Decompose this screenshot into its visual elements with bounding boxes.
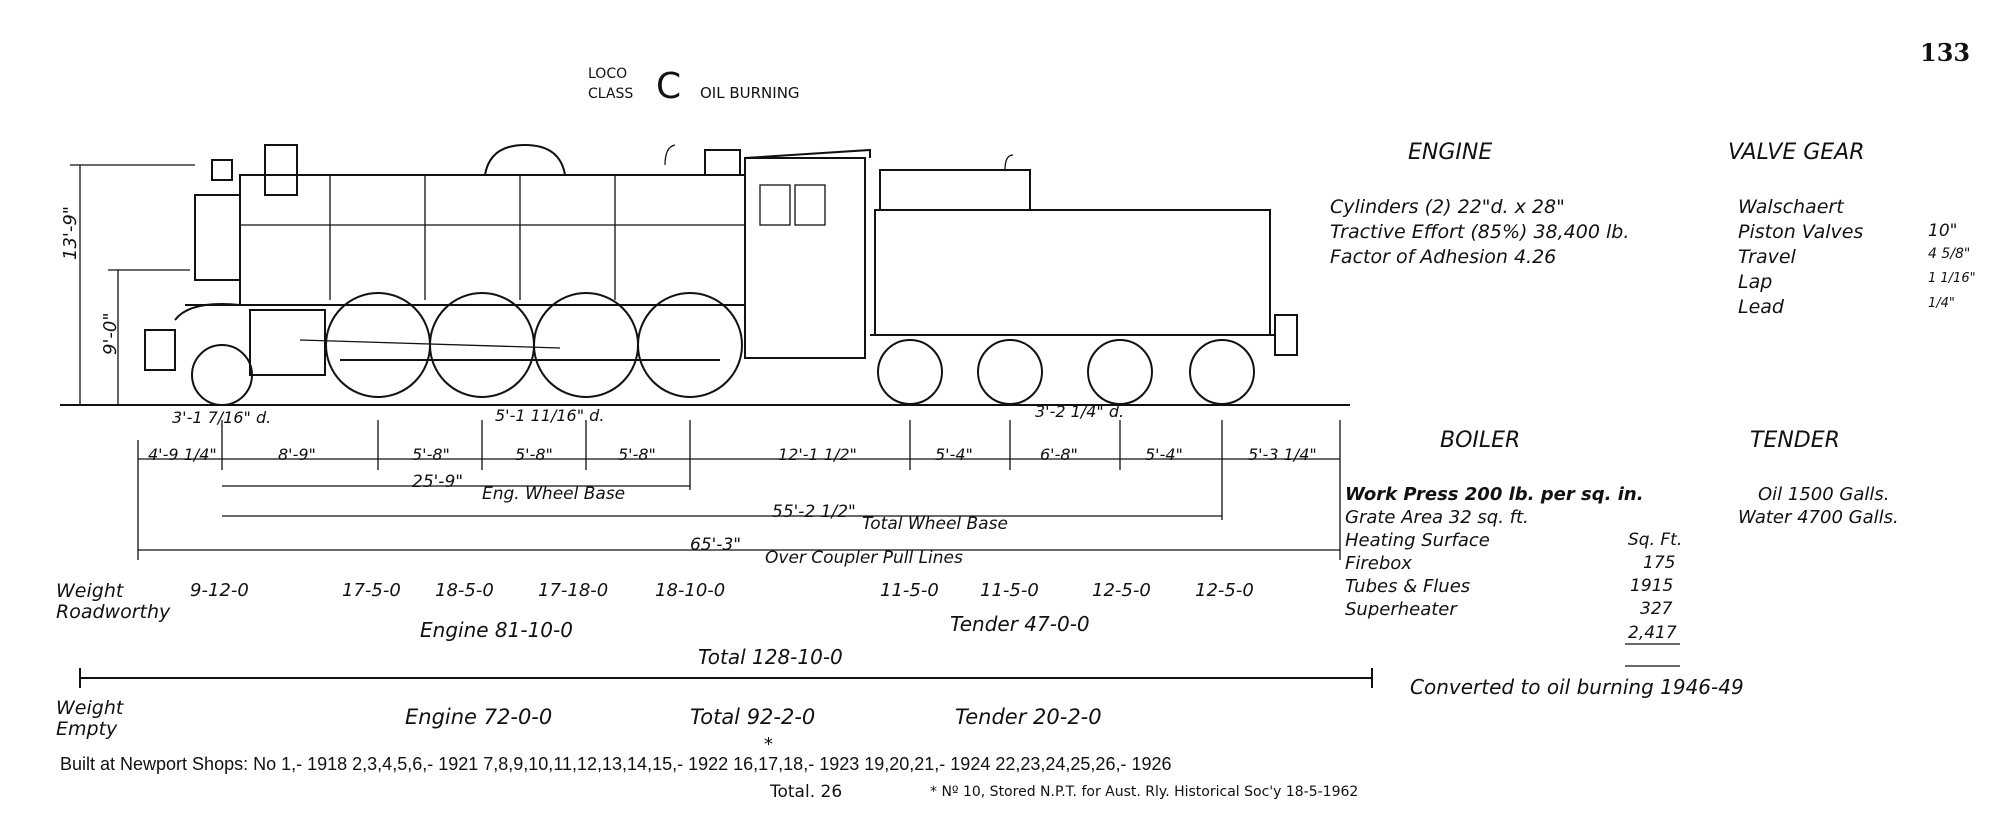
spacing-1: 4'-9 1/4" bbox=[148, 445, 217, 464]
valve-gear-lead-value: 1/4" bbox=[1928, 296, 1955, 311]
valve-gear-piston-value: 10" bbox=[1928, 221, 1958, 241]
spacing-3: 5'-8" bbox=[412, 445, 450, 464]
boiler-work-press: Work Press 200 lb. per sq. in. bbox=[1345, 484, 1644, 505]
axle-weight-1: 9-12-0 bbox=[190, 580, 249, 601]
driving-wheel-1 bbox=[325, 292, 431, 398]
spacing-9: 5'-4" bbox=[1145, 445, 1183, 464]
valve-gear-travel-value: 4 5/8" bbox=[1928, 246, 1971, 262]
boiler-firebox-label: Firebox bbox=[1345, 553, 1412, 574]
valve-gear-lead-label: Lead bbox=[1738, 296, 1784, 318]
total-wheel-base-value: 55'-2 1/2" bbox=[772, 502, 856, 522]
over-coupler-value: 65'-3" bbox=[690, 535, 742, 555]
tender-wheel-diameter: 3'-2 1/4" d. bbox=[1035, 402, 1125, 421]
weight-empty-label-2: Empty bbox=[56, 718, 118, 740]
height-total-label: 13'-9" bbox=[60, 205, 81, 260]
height-dimensions bbox=[70, 164, 195, 405]
tender-heading: TENDER bbox=[1750, 428, 1840, 453]
tender-wheel-1 bbox=[877, 339, 943, 405]
total-empty-weight: Total 92-2-0 bbox=[690, 705, 816, 729]
total-roadworthy-weight: Total 128-10-0 bbox=[698, 645, 843, 669]
engine-line-adhesion: Factor of Adhesion 4.26 bbox=[1330, 246, 1557, 268]
over-coupler-label: Over Coupler Pull Lines bbox=[765, 548, 963, 568]
valve-gear-lap-value: 1 1/16" bbox=[1928, 271, 1976, 286]
axle-weight-8: 12-5-0 bbox=[1092, 580, 1151, 601]
tender-wheel-2 bbox=[977, 339, 1043, 405]
title-loco: LOCO bbox=[588, 66, 628, 82]
spacing-8: 6'-8" bbox=[1040, 445, 1078, 464]
tender-oil: Oil 1500 Galls. bbox=[1758, 484, 1890, 505]
built-total: Total. 26 bbox=[770, 782, 843, 802]
axle-weight-5: 18-10-0 bbox=[655, 580, 726, 601]
bogie-wheel-diameter: 3'-1 7/16" d. bbox=[172, 408, 272, 427]
built-at-newport-line: Built at Newport Shops: No 1,- 1918 2,3,… bbox=[60, 754, 1172, 774]
valve-gear-heading: VALVE GEAR bbox=[1728, 140, 1865, 165]
bogie-wheel bbox=[191, 344, 253, 406]
tender-empty-weight: Tender 20-2-0 bbox=[955, 705, 1102, 729]
tender-body bbox=[870, 154, 1298, 405]
tender-wheel-4 bbox=[1189, 339, 1255, 405]
spacing-2: 8'-9" bbox=[278, 445, 316, 464]
weight-empty-label-1: Weight bbox=[56, 697, 124, 719]
height-boiler-label: 9'-0" bbox=[100, 312, 121, 355]
engine-empty-weight: Engine 72-0-0 bbox=[405, 705, 553, 729]
boiler-tubes-label: Tubes & Flues bbox=[1345, 576, 1471, 597]
driving-wheel-diameter: 5'-1 11/16" d. bbox=[495, 406, 605, 425]
converted-note: Converted to oil burning 1946-49 bbox=[1410, 675, 1744, 699]
valve-gear-piston-label: Piston Valves bbox=[1738, 221, 1864, 243]
spacing-5: 5'-8" bbox=[618, 445, 656, 464]
axle-weight-9: 12-5-0 bbox=[1195, 580, 1254, 601]
tender-roadworthy-weight: Tender 47-0-0 bbox=[950, 612, 1090, 636]
spacing-4: 5'-8" bbox=[515, 445, 553, 464]
stored-note: * Nº 10, Stored N.P.T. for Aust. Rly. Hi… bbox=[930, 784, 1359, 800]
eng-wheel-base-label: Eng. Wheel Base bbox=[482, 484, 626, 504]
valve-gear-lap-label: Lap bbox=[1738, 271, 1773, 293]
weight-label: Weight bbox=[56, 580, 124, 602]
boiler-superheater-label: Superheater bbox=[1345, 599, 1457, 620]
engine-body bbox=[144, 143, 871, 406]
axle-weight-4: 17-18-0 bbox=[538, 580, 609, 601]
title-class-word: CLASS bbox=[588, 86, 634, 102]
boiler-firebox-value: 175 bbox=[1643, 553, 1676, 573]
driving-wheel-4 bbox=[637, 292, 743, 398]
boiler-superheater-value: 327 bbox=[1640, 599, 1673, 619]
engine-line-cylinders: Cylinders (2) 22"d. x 28" bbox=[1330, 196, 1565, 218]
valve-gear-type: Walschaert bbox=[1738, 196, 1844, 218]
page-number: 133 bbox=[1920, 38, 1971, 67]
built-asterisk: * bbox=[764, 734, 773, 755]
tender-wheel-3 bbox=[1087, 339, 1153, 405]
spacing-7: 5'-4" bbox=[935, 445, 973, 464]
axle-weight-7: 11-5-0 bbox=[980, 580, 1039, 601]
title-subtitle: OIL BURNING bbox=[700, 84, 800, 102]
engine-heading: ENGINE bbox=[1408, 140, 1493, 165]
spacing-10: 5'-3 1/4" bbox=[1248, 445, 1317, 464]
total-wheel-base-label: Total Wheel Base bbox=[862, 514, 1008, 534]
roadworthy-label: Roadworthy bbox=[56, 601, 171, 623]
spacing-6: 12'-1 1/2" bbox=[778, 445, 857, 464]
boiler-tubes-value: 1915 bbox=[1630, 576, 1674, 596]
axle-weight-2: 17-5-0 bbox=[342, 580, 401, 601]
boiler-sq-ft: Sq. Ft. bbox=[1628, 530, 1683, 550]
wheel-spacing-dimension-line bbox=[137, 420, 1341, 560]
tender-water: Water 4700 Galls. bbox=[1738, 507, 1899, 528]
eng-wheel-base-value: 25'-9" bbox=[412, 472, 464, 492]
engine-line-tractive-effort: Tractive Effort (85%) 38,400 lb. bbox=[1330, 221, 1630, 243]
engine-roadworthy-weight: Engine 81-10-0 bbox=[420, 618, 573, 642]
boiler-heating-surface: Heating Surface bbox=[1345, 530, 1490, 551]
title-class-letter: C bbox=[656, 66, 682, 107]
axle-weight-6: 11-5-0 bbox=[880, 580, 939, 601]
boiler-heading: BOILER bbox=[1440, 428, 1521, 453]
boiler-grate-area: Grate Area 32 sq. ft. bbox=[1345, 507, 1529, 528]
axle-weight-3: 18-5-0 bbox=[435, 580, 494, 601]
boiler-total-heating: 2,417 bbox=[1628, 623, 1677, 643]
valve-gear-travel-label: Travel bbox=[1738, 246, 1796, 268]
driving-wheel-3 bbox=[533, 292, 639, 398]
